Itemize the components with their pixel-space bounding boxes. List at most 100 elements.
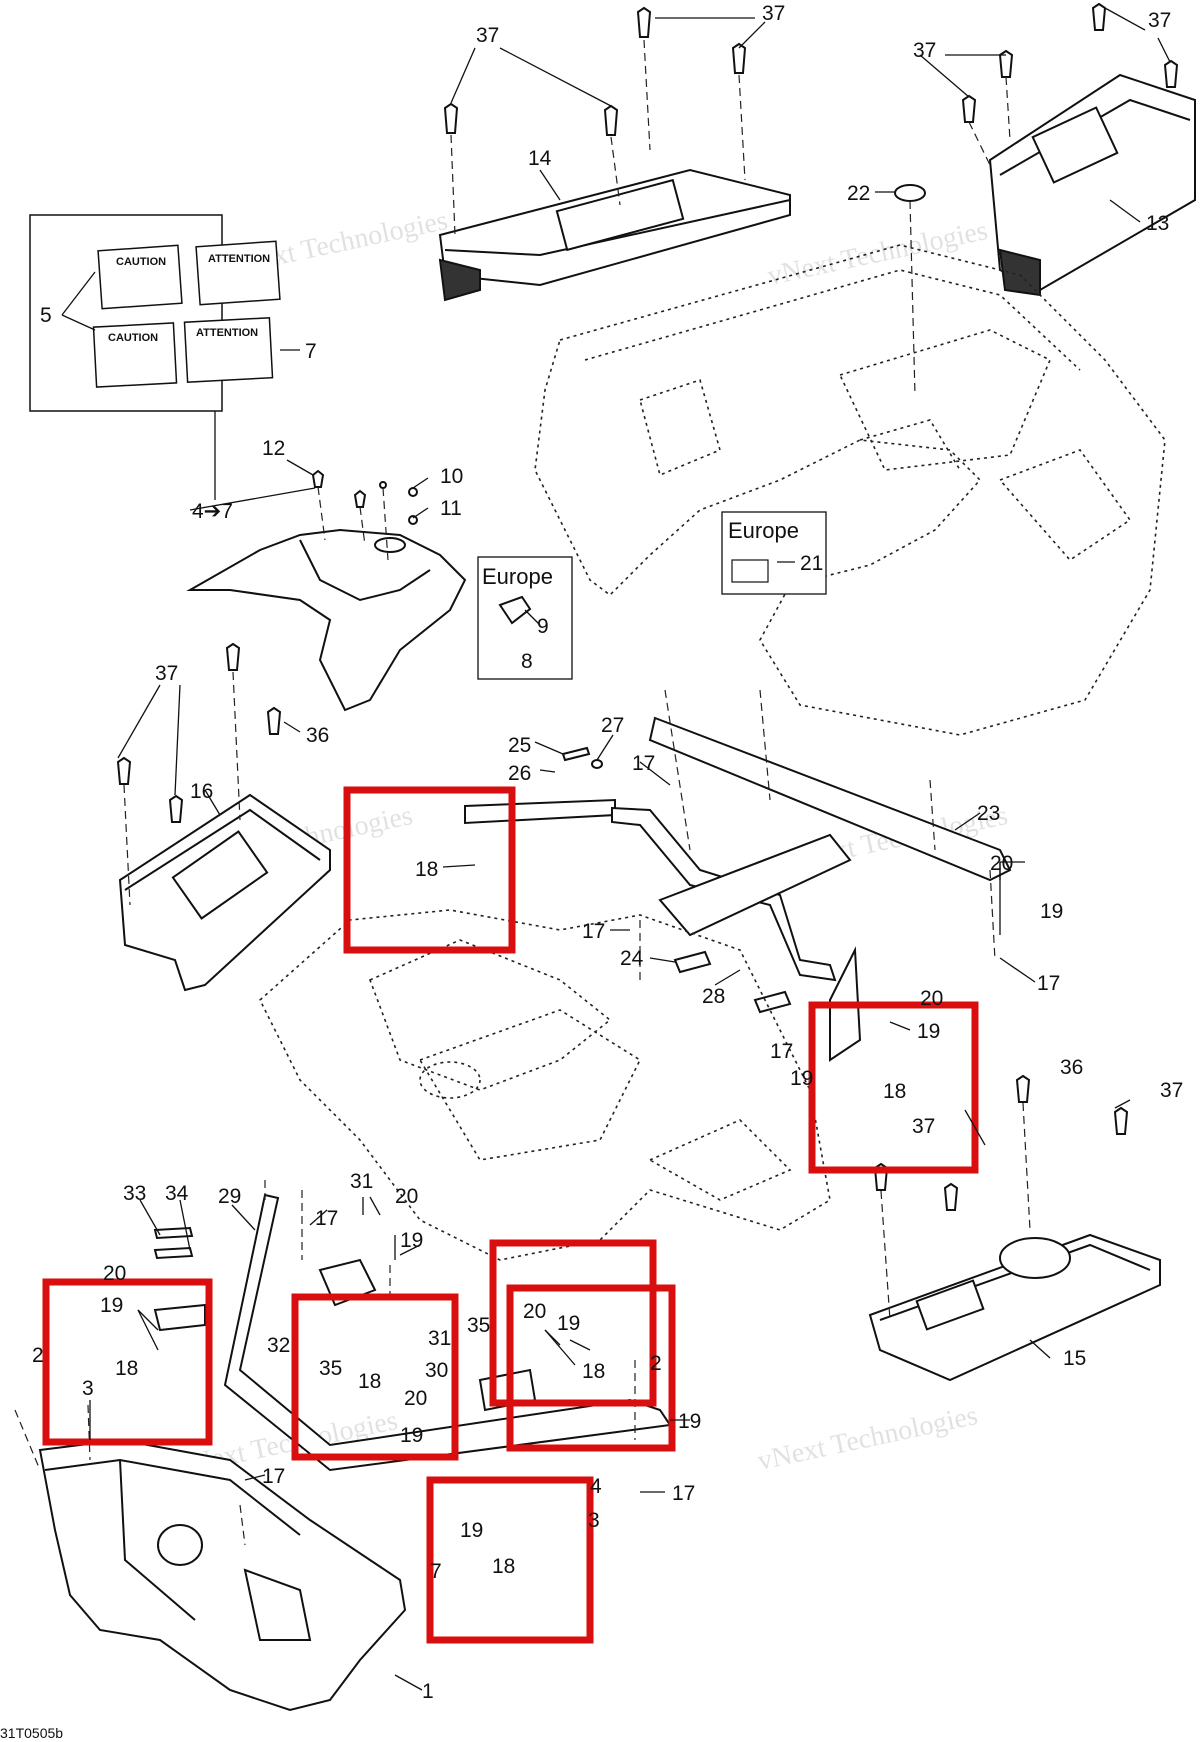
bolt-part	[168, 794, 184, 823]
callout-17: 17	[1037, 972, 1060, 995]
callout-18: 18	[415, 858, 438, 881]
callout-labels: 37 37 37 37 14 13 22 5 7 4➔7 12 10 11 9 …	[32, 2, 1183, 1703]
callout-4-to-7: 4➔7	[192, 500, 233, 523]
bracket-part	[753, 990, 792, 1014]
callout-20: 20	[395, 1185, 418, 1208]
decal-attention-title: ATTENTION	[208, 253, 270, 265]
figure-code: 31T0505b	[0, 1725, 63, 1741]
right-rack-part	[988, 73, 1196, 297]
callout-37: 37	[913, 39, 936, 62]
decal-caution-title: CAUTION	[108, 332, 158, 344]
bolt-part	[266, 706, 282, 735]
watermark-text: vNext Technologies	[755, 1400, 980, 1477]
callout-26: 26	[508, 762, 531, 785]
callout-36: 36	[306, 724, 329, 747]
callout-37: 37	[476, 24, 499, 47]
decal-attention-title: ATTENTION	[196, 327, 258, 339]
callout-18: 18	[883, 1080, 906, 1103]
callout-17: 17	[315, 1207, 338, 1230]
bolt-part	[153, 1226, 194, 1240]
callout-19: 19	[557, 1312, 580, 1335]
callout-31: 31	[350, 1170, 373, 1193]
highlight-box	[506, 1284, 676, 1452]
callout-15: 15	[1063, 1347, 1086, 1370]
callout-20: 20	[990, 852, 1013, 875]
decal-caution-title: CAUTION	[116, 256, 166, 268]
callout-22: 22	[847, 182, 870, 205]
nut-part	[408, 487, 418, 497]
bolt-part	[1113, 1106, 1129, 1135]
callout-7: 7	[305, 340, 317, 363]
rear-right-rack-part	[868, 1233, 1161, 1382]
callout-10: 10	[440, 465, 463, 488]
bolt-part	[116, 756, 132, 785]
highlight-boxes	[42, 786, 979, 1644]
highlight-box	[489, 1239, 657, 1407]
callout-20: 20	[523, 1300, 546, 1323]
callout-36: 36	[1060, 1056, 1083, 1079]
callout-35: 35	[467, 1314, 490, 1337]
callout-31: 31	[428, 1327, 451, 1350]
rack-frame-part	[464, 716, 1012, 1062]
callout-33: 33	[123, 1182, 146, 1205]
callout-8: 8	[521, 650, 533, 673]
callout-3: 3	[588, 1509, 600, 1532]
callout-24: 24	[620, 947, 644, 970]
callout-3: 3	[82, 1377, 94, 1400]
callout-19: 19	[400, 1229, 423, 1252]
washer-part	[408, 515, 418, 525]
callout-29: 29	[218, 1185, 241, 1208]
callout-25: 25	[508, 734, 531, 757]
callout-14: 14	[528, 147, 552, 170]
callout-2: 2	[650, 1352, 662, 1375]
callout-9: 9	[537, 615, 549, 638]
rear-fender-outline	[534, 244, 1166, 736]
cap-part	[894, 184, 926, 202]
screw-part	[311, 469, 325, 488]
europe-region-box: Europe	[477, 556, 573, 680]
callout-37: 37	[1148, 9, 1171, 32]
highlight-box	[426, 1476, 594, 1644]
callout-19: 19	[1040, 900, 1063, 923]
callout-16: 16	[190, 780, 213, 803]
callout-13: 13	[1146, 212, 1169, 235]
callout-37: 37	[1160, 1079, 1183, 1102]
callout-5: 5	[40, 304, 52, 327]
callout-20: 20	[103, 1262, 126, 1285]
highlight-box	[343, 786, 516, 954]
callout-21: 21	[800, 552, 823, 575]
callout-17: 17	[770, 1040, 793, 1063]
callout-37: 37	[155, 662, 178, 685]
callout-12: 12	[262, 437, 285, 460]
highlight-box	[808, 1001, 979, 1174]
callout-17: 17	[262, 1465, 285, 1488]
callout-35: 35	[319, 1357, 342, 1380]
left-trim-part	[186, 528, 467, 712]
bracket-part	[673, 950, 712, 974]
rear-left-rack-part	[118, 793, 331, 992]
bolt-part	[1015, 1074, 1031, 1103]
front-rack-part	[438, 168, 791, 302]
callout-32: 32	[267, 1334, 290, 1357]
callout-19: 19	[678, 1410, 701, 1433]
europe-label: Europe	[482, 564, 553, 589]
bolt-part	[561, 746, 591, 762]
washer-part	[379, 481, 387, 489]
callout-18: 18	[358, 1370, 381, 1393]
callout-28: 28	[702, 985, 725, 1008]
callout-17: 17	[632, 752, 655, 775]
bolts-top	[443, 6, 747, 136]
callout-17: 17	[672, 1482, 695, 1505]
leader-lines	[61, 7, 1171, 1691]
callout-17: 17	[582, 920, 605, 943]
callout-20: 20	[920, 987, 943, 1010]
europe-region-box: Europe	[721, 511, 827, 595]
callout-18: 18	[582, 1360, 605, 1383]
callout-19: 19	[917, 1020, 940, 1043]
callout-19: 19	[100, 1294, 123, 1317]
bolt-part	[153, 1246, 194, 1260]
callout-27: 27	[601, 714, 624, 737]
highlight-box	[42, 1278, 213, 1446]
front-bumper-part	[38, 1438, 407, 1712]
